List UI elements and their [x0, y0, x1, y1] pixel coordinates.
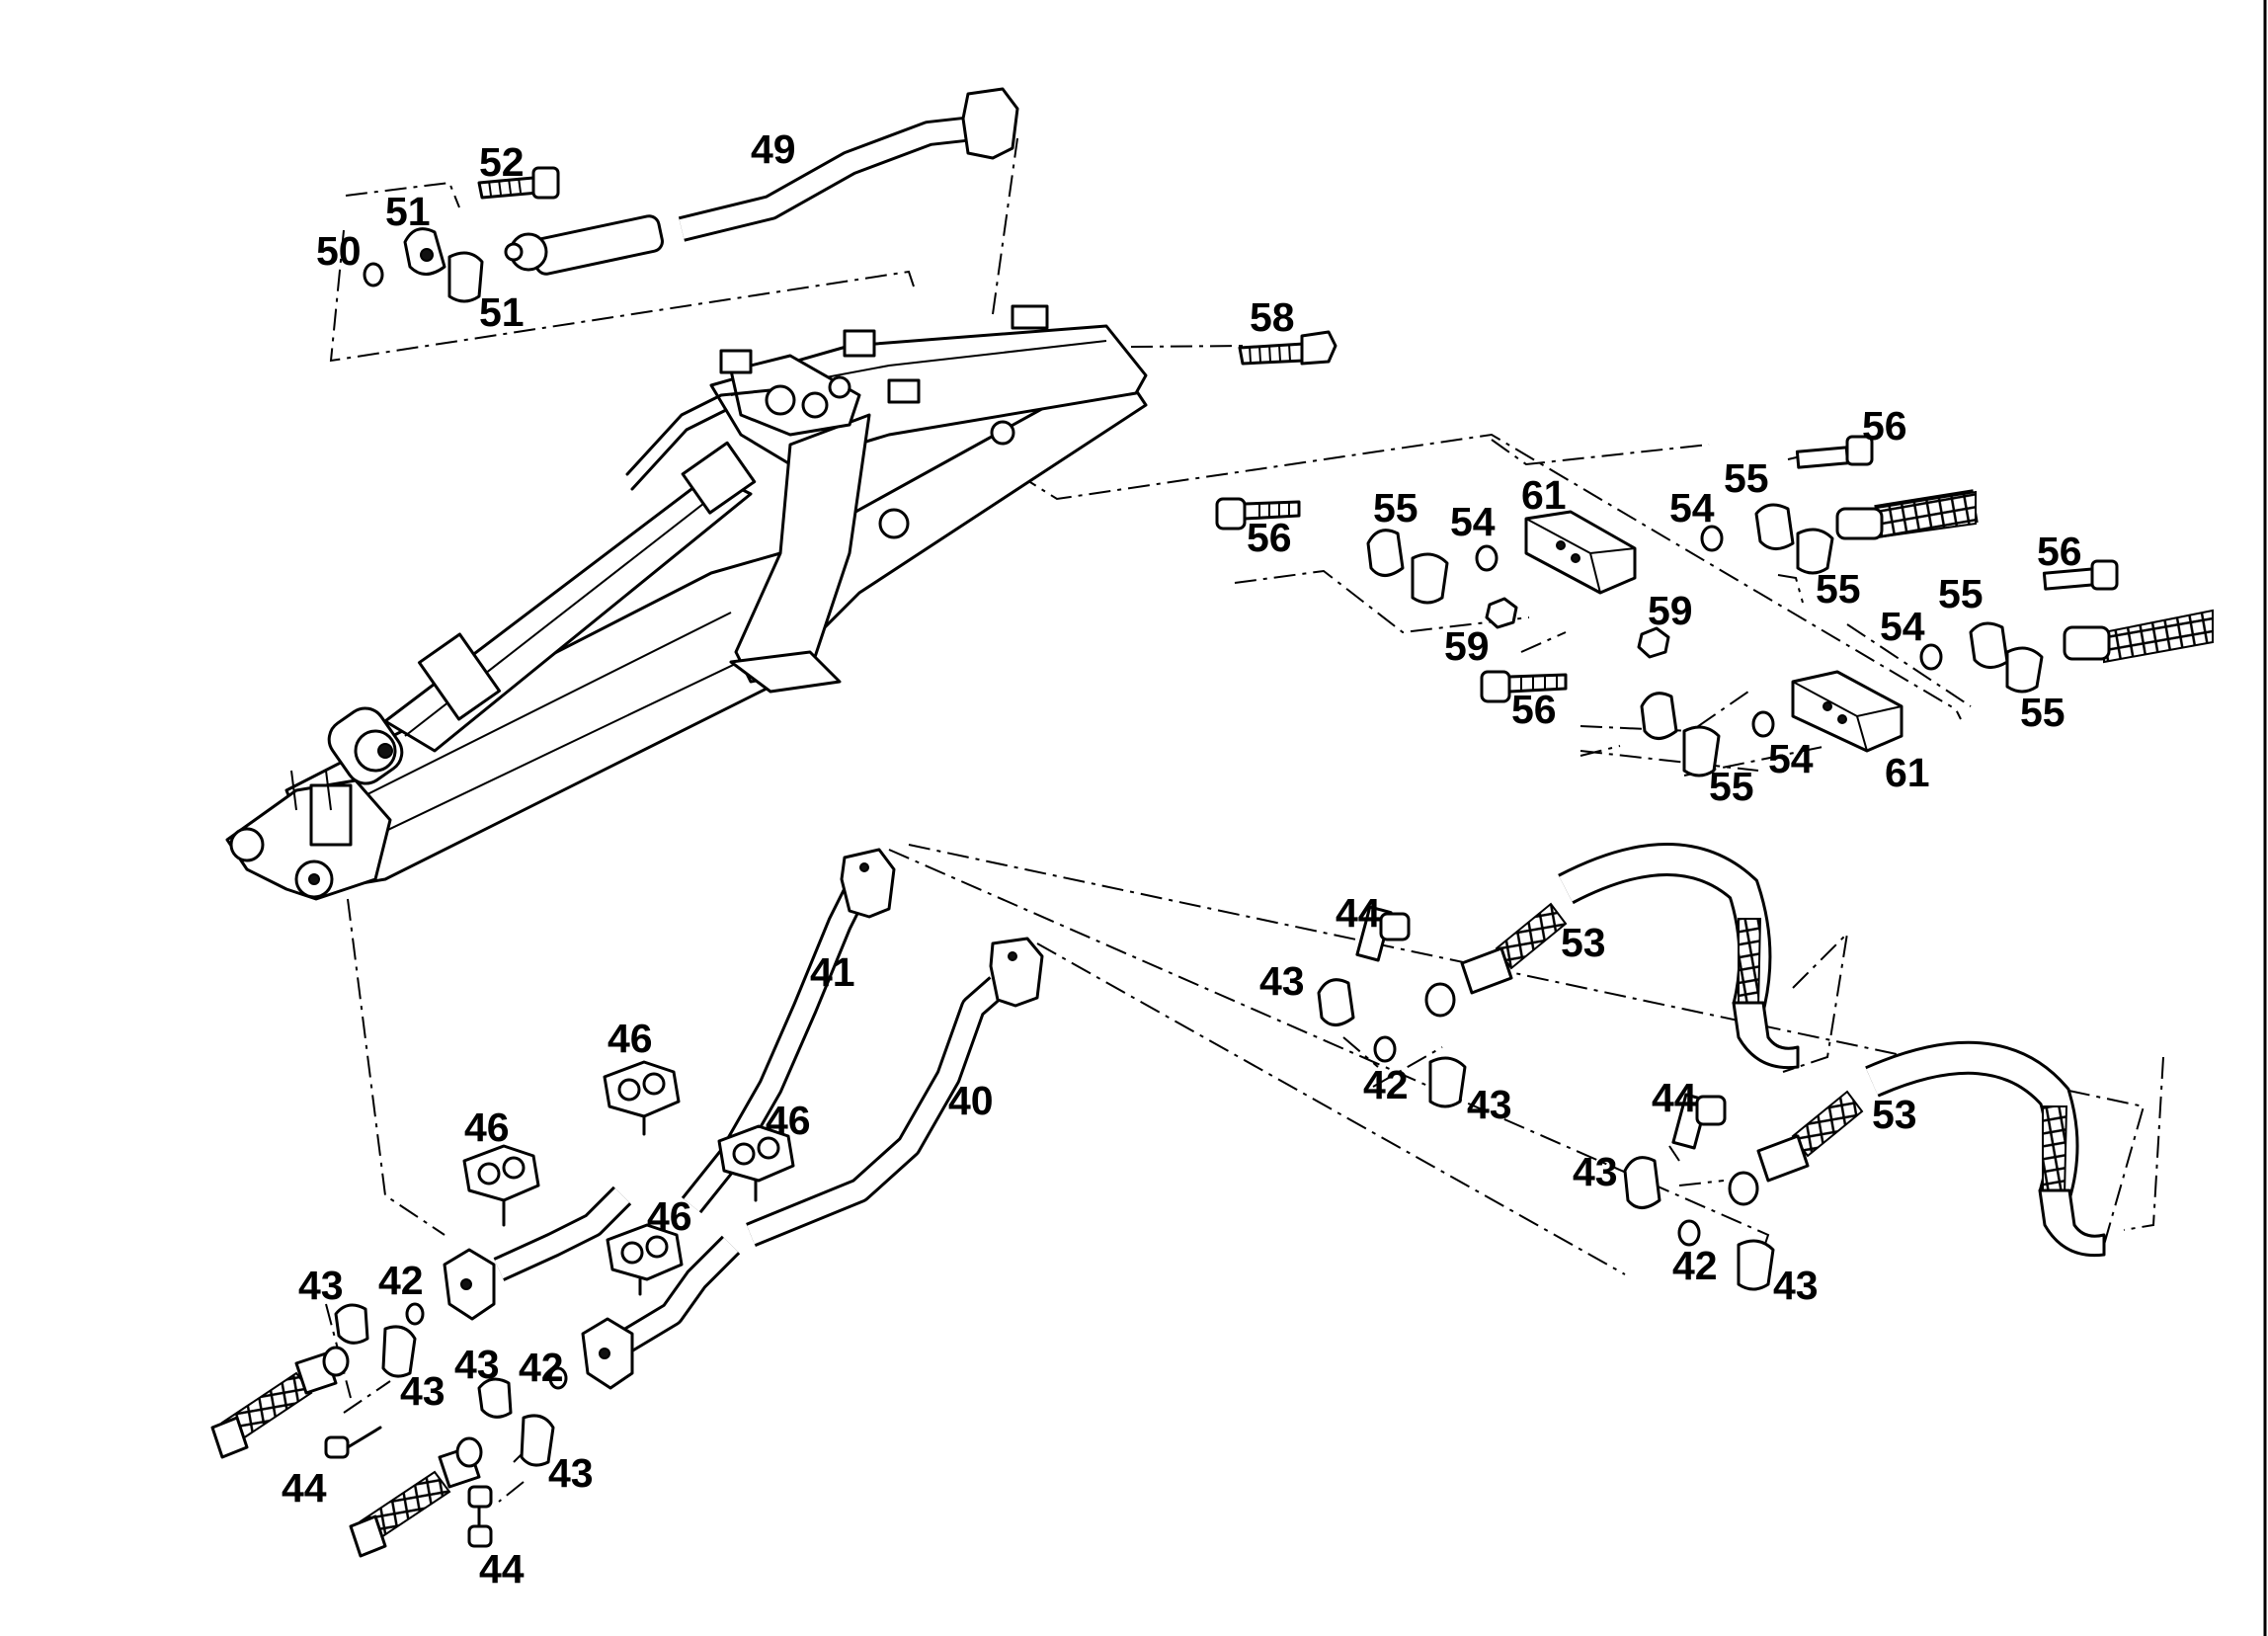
- label-46: 46: [608, 1016, 653, 1061]
- clamp-46-d: [606, 1223, 684, 1296]
- fittings-lower-left: [210, 1302, 568, 1558]
- label-49: 49: [751, 126, 796, 172]
- label-46: 46: [766, 1098, 811, 1143]
- label-43: 43: [454, 1342, 500, 1387]
- label-46: 46: [464, 1104, 510, 1150]
- label-59: 59: [1444, 623, 1490, 669]
- label-43: 43: [298, 1263, 344, 1308]
- label-56: 56: [1247, 515, 1292, 560]
- fittings-right-upper: [1215, 435, 1979, 659]
- label-51: 51: [479, 289, 525, 335]
- label-58: 58: [1250, 294, 1295, 340]
- label-56: 56: [1862, 403, 1907, 449]
- label-54: 54: [1768, 736, 1814, 781]
- bolt-58: [1238, 330, 1337, 366]
- label-50: 50: [316, 228, 362, 274]
- pipe-40: [581, 937, 1044, 1390]
- clamp-46-c: [717, 1124, 795, 1202]
- label-43: 43: [548, 1450, 594, 1496]
- label-42: 42: [519, 1345, 564, 1390]
- label-54: 54: [1450, 499, 1496, 544]
- label-40: 40: [948, 1078, 994, 1123]
- label-44: 44: [1652, 1075, 1697, 1120]
- label-53: 53: [1561, 920, 1606, 965]
- label-61: 61: [1885, 750, 1930, 795]
- label-59: 59: [1648, 588, 1693, 633]
- label-41: 41: [810, 949, 855, 995]
- valve-block-lower: [1791, 670, 1904, 753]
- assembly-leader-lines: [325, 137, 2164, 1503]
- label-55: 55: [1938, 571, 1984, 616]
- label-52: 52: [479, 139, 525, 185]
- label-43: 43: [400, 1368, 446, 1414]
- label-53: 53: [1872, 1092, 1917, 1137]
- fittings-right-lower: [1480, 559, 2214, 777]
- label-55: 55: [1709, 764, 1754, 809]
- clamp-46-b: [603, 1060, 681, 1136]
- label-42: 42: [1363, 1062, 1409, 1107]
- label-56: 56: [2037, 529, 2082, 574]
- valve-block-upper: [1524, 510, 1637, 595]
- label-43: 43: [1773, 1263, 1819, 1308]
- label-61: 61: [1521, 472, 1567, 518]
- label-43: 43: [1573, 1149, 1618, 1194]
- label-46: 46: [647, 1193, 692, 1239]
- label-55: 55: [1816, 566, 1861, 612]
- label-42: 42: [378, 1258, 424, 1303]
- label-55: 55: [1373, 485, 1418, 531]
- boom-arm: [225, 304, 1148, 901]
- clamp-46-a: [462, 1144, 540, 1227]
- hose-53-upper: [1317, 843, 1800, 1108]
- label-51: 51: [385, 189, 431, 234]
- label-55: 55: [2020, 690, 2066, 735]
- label-42: 42: [1672, 1243, 1718, 1288]
- hose-53-lower: [1623, 1040, 2106, 1291]
- label-43: 43: [1259, 958, 1305, 1004]
- label-54: 54: [1880, 604, 1925, 649]
- part-number-labels: 49 52 51 50 51 58 56 55 61 55 54 54 56 5…: [282, 126, 2082, 1592]
- label-43: 43: [1467, 1082, 1512, 1127]
- label-44: 44: [1336, 890, 1381, 936]
- label-44: 44: [479, 1546, 525, 1592]
- label-56: 56: [1511, 687, 1557, 732]
- label-55: 55: [1724, 455, 1769, 501]
- pipe-49-assembly: [363, 87, 1019, 303]
- label-44: 44: [282, 1465, 327, 1511]
- label-54: 54: [1669, 485, 1715, 531]
